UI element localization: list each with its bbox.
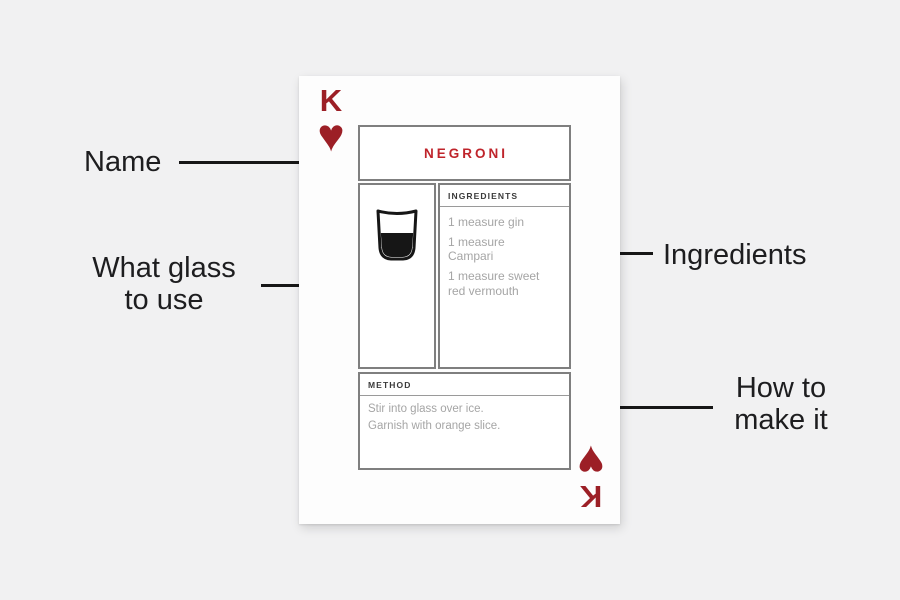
card-rank: K bbox=[319, 83, 343, 118]
heart-suit-icon-rotated: ♥ bbox=[577, 436, 605, 488]
ingredients-label: Ingredients bbox=[663, 239, 807, 271]
card-corner-top-left: K ♥ bbox=[312, 83, 350, 161]
heart-suit-icon: ♥ bbox=[317, 109, 345, 161]
method-box: METHOD Stir into glass over ice. Garnish… bbox=[358, 372, 571, 470]
rocks-glass-icon bbox=[376, 209, 418, 261]
method-connector-line bbox=[537, 406, 713, 409]
glass-label: What glass to use bbox=[92, 252, 236, 316]
ingredients-header: INGREDIENTS bbox=[440, 185, 569, 207]
name-connector-line bbox=[179, 161, 408, 164]
playing-card: K ♥ NEGRONI INGREDIENTS 1 measure gin 1 … bbox=[299, 76, 620, 524]
card-title: NEGRONI bbox=[423, 145, 508, 161]
glass-box bbox=[358, 183, 436, 369]
ingredients-box: INGREDIENTS 1 measure gin 1 measure Camp… bbox=[438, 183, 571, 369]
ingredient-item: 1 measure sweet red vermouth bbox=[448, 269, 540, 298]
card-title-box: NEGRONI bbox=[358, 125, 571, 181]
method-label: How to make it bbox=[734, 372, 828, 436]
card-corner-bottom-right: K ♥ bbox=[572, 436, 610, 514]
ingredient-item: 1 measure gin bbox=[448, 215, 525, 229]
ingredient-item: 1 measure Campari bbox=[448, 235, 505, 264]
method-header: METHOD bbox=[360, 374, 569, 396]
name-label: Name bbox=[84, 146, 162, 178]
method-text: Stir into glass over ice. Garnish with o… bbox=[368, 403, 501, 432]
